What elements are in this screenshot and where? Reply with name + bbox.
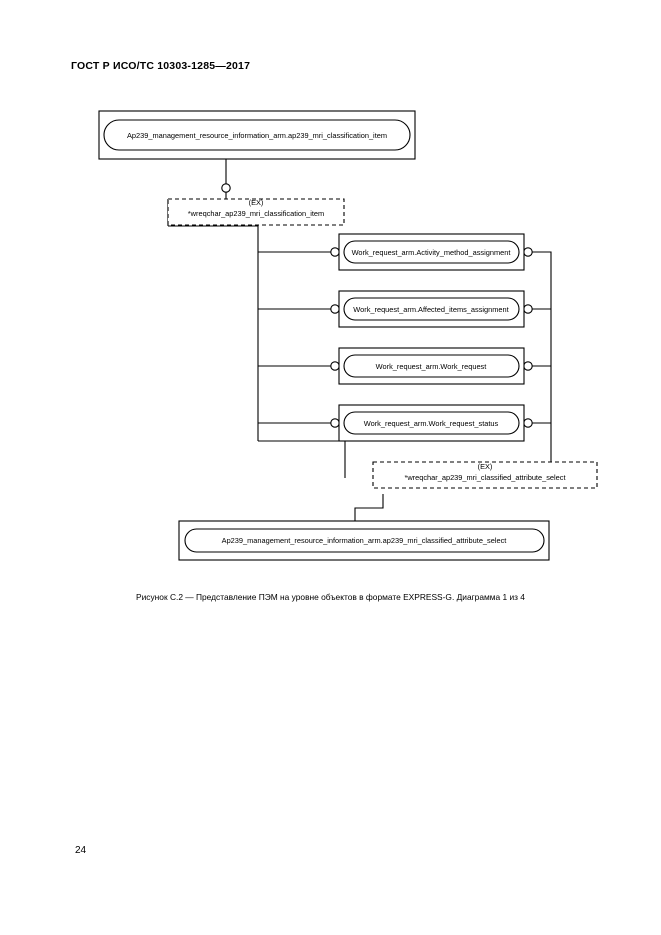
entity-box-outer-e1 (98, 110, 416, 160)
entity-label-e2: Work_request_arm.Activity_method_assignm… (352, 248, 511, 257)
connector-node-e3-right (523, 304, 533, 314)
entity-label-e6: Ap239_management_resource_information_ar… (222, 536, 507, 545)
entity-box-outer-e6 (178, 520, 550, 561)
connector-node-e4-left (330, 361, 340, 371)
entity-box-inner-e2 (343, 240, 520, 264)
entity-label-e5: Work_request_arm.Work_request_status (364, 419, 499, 428)
document-header: ГОСТ Р ИСО/ТС 10303-1285—2017 (71, 60, 251, 72)
external-ref-tag-x1: (EX) (249, 198, 264, 207)
connector-node-e2-right (523, 247, 533, 257)
connector-x2-e6 (354, 494, 384, 521)
entity-box-outer-e3 (338, 290, 525, 328)
connector-node-e1-x1 (221, 183, 231, 193)
entity-label-e3: Work_request_arm.Affected_items_assignme… (353, 305, 508, 314)
entity-box-outer-e4 (338, 347, 525, 385)
external-ref-label-x1: *wreqchar_ap239_mri_classification_item (188, 209, 324, 218)
connector-node-e4-right (523, 361, 533, 371)
external-ref-box-x2 (372, 461, 598, 489)
entity-box-inner-e1 (103, 119, 411, 151)
connector-busleft-to-x2 (258, 440, 346, 478)
connector-node-e3-left (330, 304, 340, 314)
connector-right-bus (524, 251, 552, 441)
external-ref-tag-x2: (EX) (478, 462, 493, 471)
entity-label-e1: Ap239_management_resource_information_ar… (127, 131, 387, 140)
connector-node-e2-left (330, 247, 340, 257)
entity-box-inner-e4 (343, 354, 520, 378)
figure-caption: Рисунок С.2 — Представление ПЭМ на уровн… (136, 592, 525, 602)
entity-box-inner-e6 (184, 528, 545, 553)
connector-node-e5-left (330, 418, 340, 428)
entity-box-outer-e2 (338, 233, 525, 271)
entity-box-inner-e5 (343, 411, 520, 435)
entity-label-e4: Work_request_arm.Work_request (376, 362, 487, 371)
connector-bus-vertical (168, 225, 259, 441)
external-ref-box-x1 (167, 198, 345, 226)
entity-box-outer-e5 (338, 404, 525, 442)
external-ref-label-x2: *wreqchar_ap239_mri_classified_attribute… (404, 473, 565, 482)
entity-box-inner-e3 (343, 297, 520, 321)
page-number: 24 (75, 845, 87, 856)
connector-node-e5-right (523, 418, 533, 428)
